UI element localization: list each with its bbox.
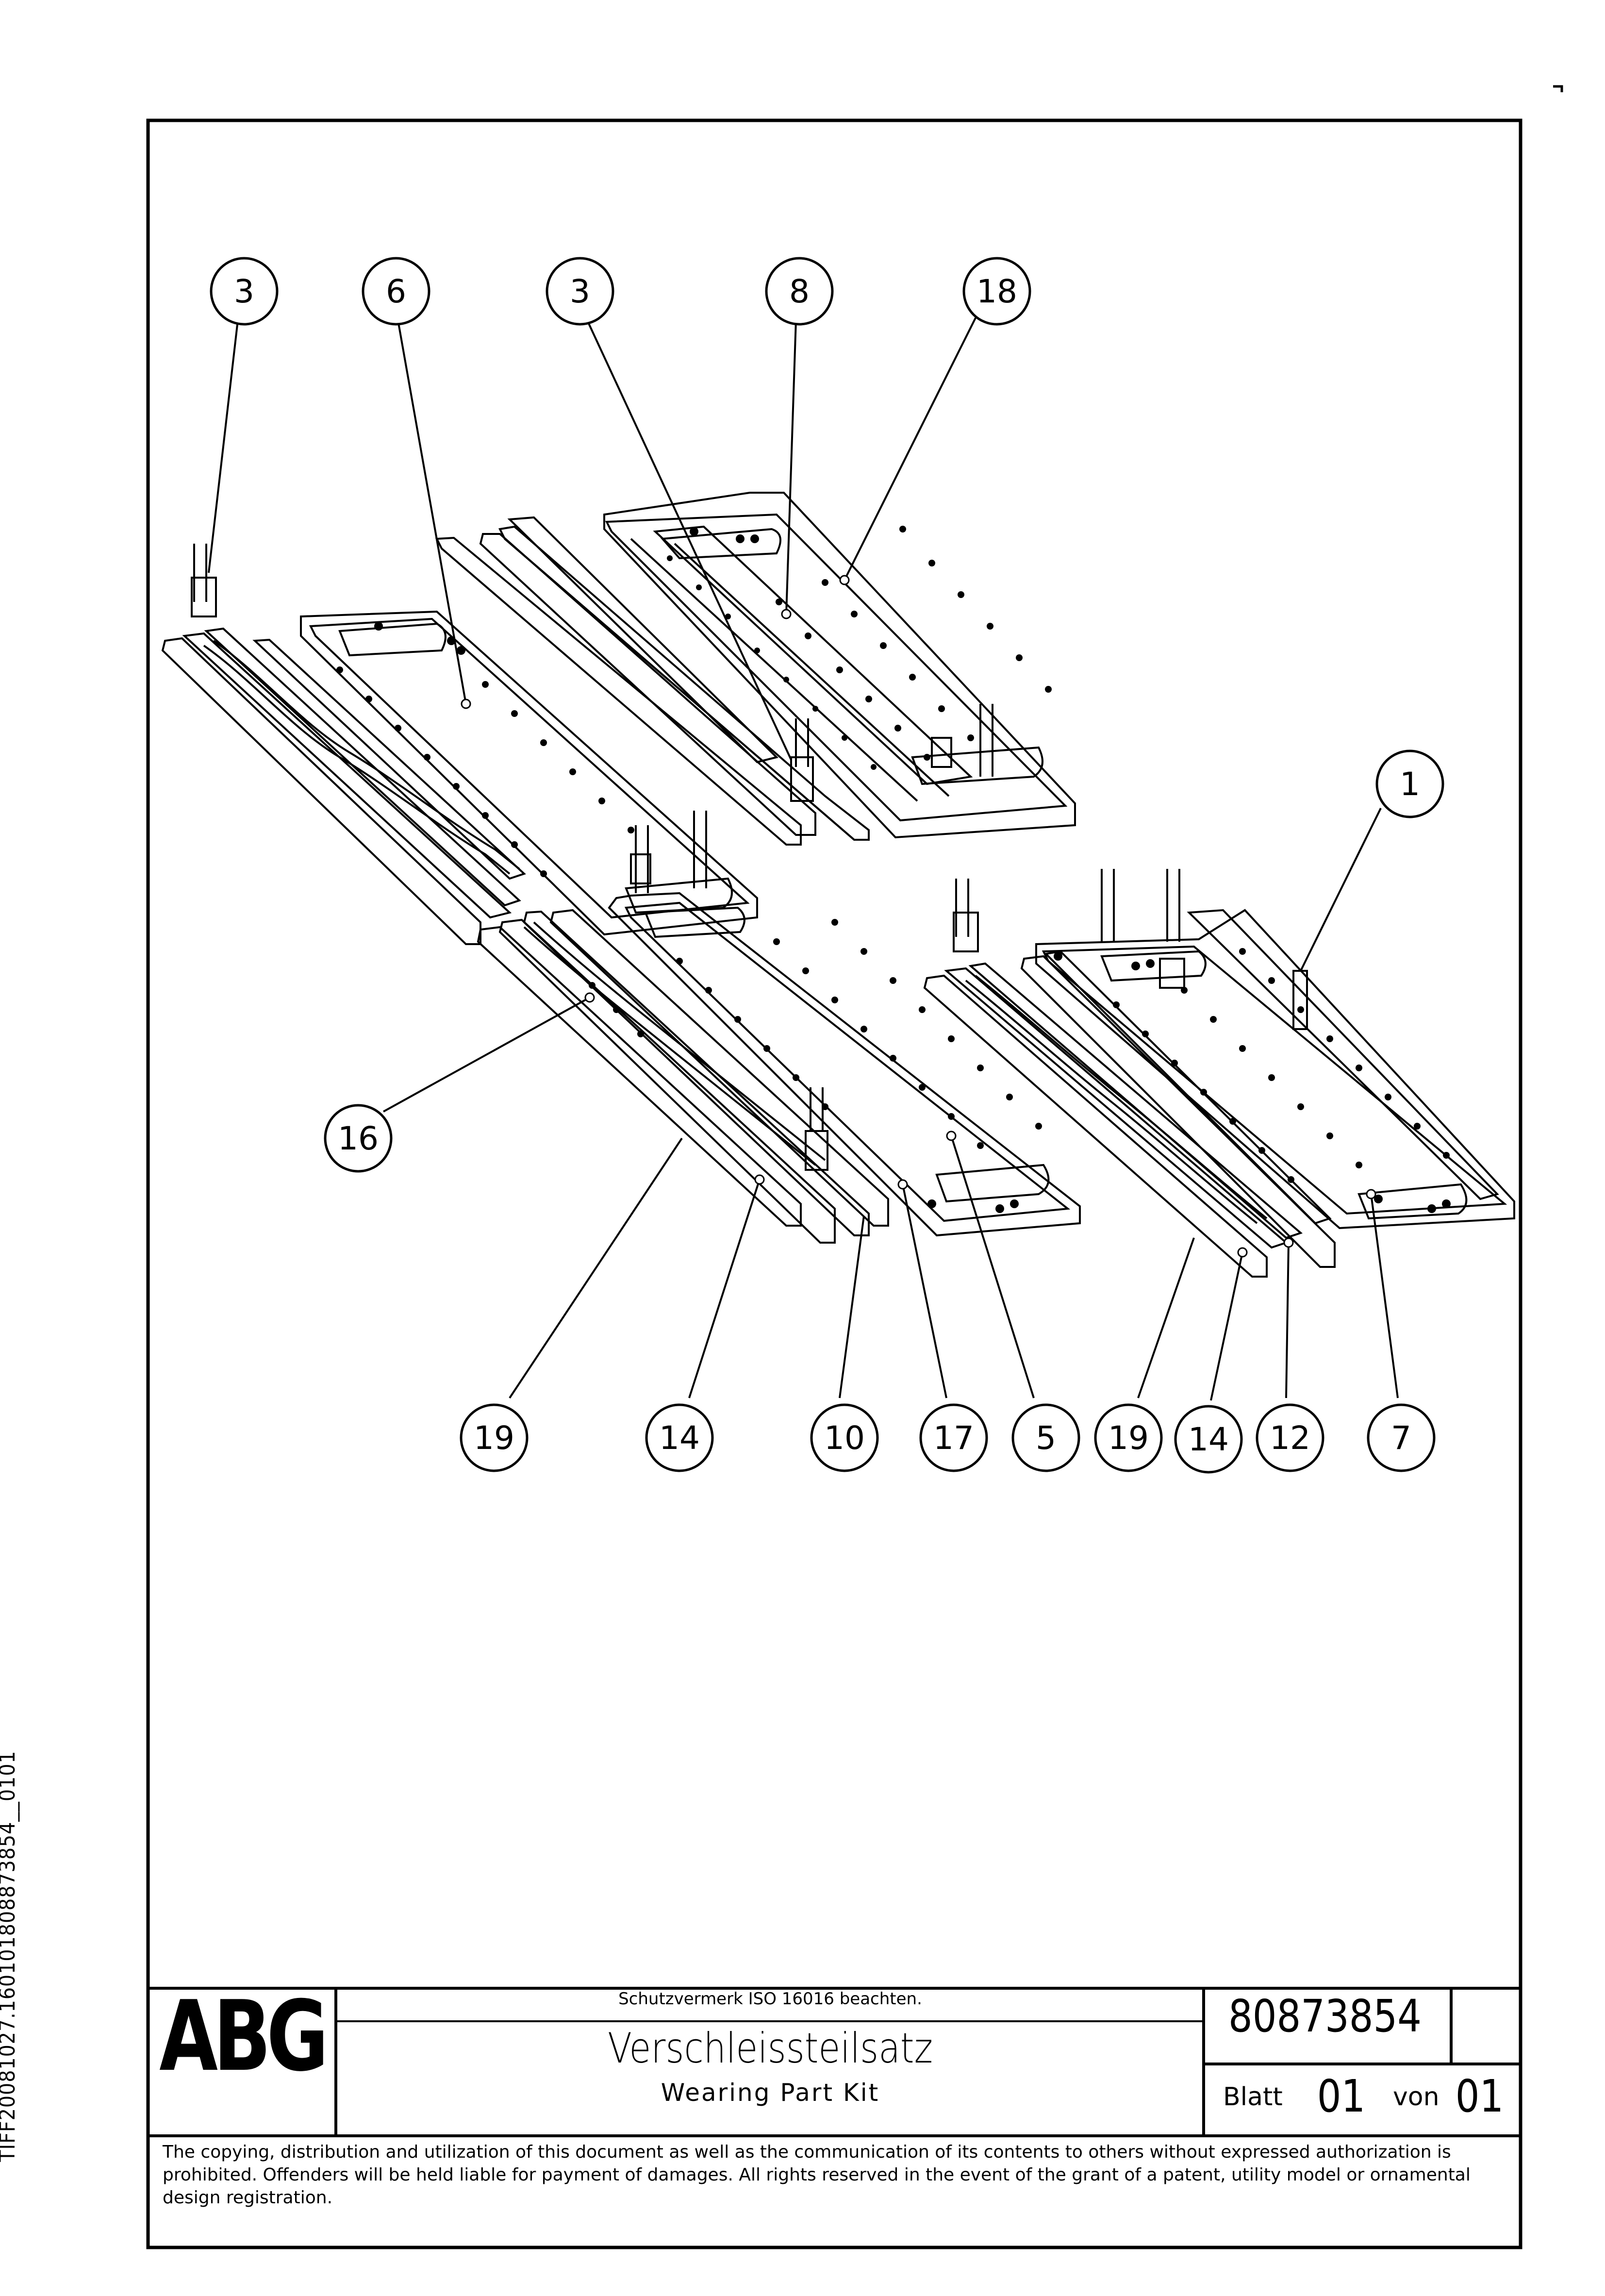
callout-10: 10: [810, 1403, 879, 1472]
callout-circle: [919, 1403, 988, 1472]
callout-12: 12: [1256, 1403, 1324, 1472]
callout-number: 19: [1108, 1419, 1149, 1457]
callout-3: 3: [546, 257, 614, 326]
callout-circle: [1375, 749, 1444, 818]
callout-19: 19: [1094, 1403, 1163, 1472]
callout-19: 19: [460, 1403, 529, 1472]
callout-14: 14: [1174, 1405, 1243, 1474]
fastener-dots-right: [1054, 948, 1451, 1213]
callout-3: 3: [210, 257, 279, 326]
callout-circle: [324, 1104, 393, 1173]
callout-number: 18: [976, 273, 1017, 310]
callout-number: 8: [789, 273, 810, 310]
assembly-right: [923, 869, 1515, 1278]
sheet-number: 01: [1317, 2070, 1366, 2122]
title-german: Verschleissteilsatz: [608, 2024, 933, 2073]
callout-circle: [460, 1403, 529, 1472]
callout-circle: [1011, 1403, 1080, 1472]
callout-circle: [1256, 1403, 1324, 1472]
assembly-upper: [435, 492, 1076, 846]
callout-7: 7: [1367, 1403, 1436, 1472]
title-english: Wearing Part Kit: [661, 2079, 880, 2107]
callout-number: 12: [1270, 1419, 1310, 1457]
callout-6: 6: [362, 257, 430, 326]
callout-circle: [962, 257, 1031, 326]
drawing-number: 80873854: [1228, 1990, 1422, 2042]
callout-number: 7: [1391, 1419, 1411, 1457]
side-identifier: TIFF20081027.160101808873854__0101: [0, 1750, 20, 2162]
callout-circle: [810, 1403, 879, 1472]
fastener-dots-middle: [336, 622, 1042, 1213]
sheet-total: 01: [1455, 2070, 1504, 2122]
callout-circle: [1094, 1403, 1163, 1472]
callout-number: 5: [1036, 1419, 1056, 1457]
callout-number: 6: [386, 273, 406, 310]
iso-notice: Schutzvermerk ISO 16016 beachten.: [618, 1989, 922, 2009]
sheet-of-label: von: [1393, 2082, 1440, 2112]
callout-number: 3: [234, 273, 254, 310]
callout-number: 17: [933, 1419, 974, 1457]
callout-number: 14: [1188, 1421, 1229, 1458]
assembly-middle: [161, 544, 1081, 1244]
callout-1: 1: [1375, 749, 1444, 818]
callout-number: 1: [1400, 765, 1420, 803]
callout-number: 19: [474, 1419, 514, 1457]
callout-14: 14: [645, 1403, 714, 1472]
legal-notice: The copying, distribution and utilizatio…: [163, 2142, 1471, 2208]
callout-leaders: [208, 317, 1399, 1401]
callout-5: 5: [1011, 1403, 1080, 1472]
callout-circle: [546, 257, 614, 326]
drawing-frame: [146, 118, 1522, 2249]
callout-8: 8: [765, 257, 834, 326]
callout-circle: [645, 1403, 714, 1472]
callout-number: 3: [570, 273, 590, 310]
sheet-label: Blatt: [1223, 2082, 1283, 2112]
callout-number: 16: [338, 1120, 379, 1157]
leader-end-dots: [461, 575, 1376, 1258]
callout-circle: [1367, 1403, 1436, 1472]
callout-circle: [210, 257, 279, 326]
callout-bubbles: 3 6 3 8 18 1 16 19 14 10 17 5 19 14 12 7: [210, 257, 1444, 1474]
callout-circle: [1174, 1405, 1243, 1474]
callout-17: 17: [919, 1403, 988, 1472]
callout-number: 10: [824, 1419, 865, 1457]
fastener-dots-upper: [667, 526, 1052, 770]
callout-number: 14: [659, 1419, 700, 1457]
callout-18: 18: [962, 257, 1031, 326]
company-logo: ABG: [159, 1980, 329, 2093]
callout-circle: [362, 257, 430, 326]
callout-circle: [765, 257, 834, 326]
callout-16: 16: [324, 1104, 393, 1173]
